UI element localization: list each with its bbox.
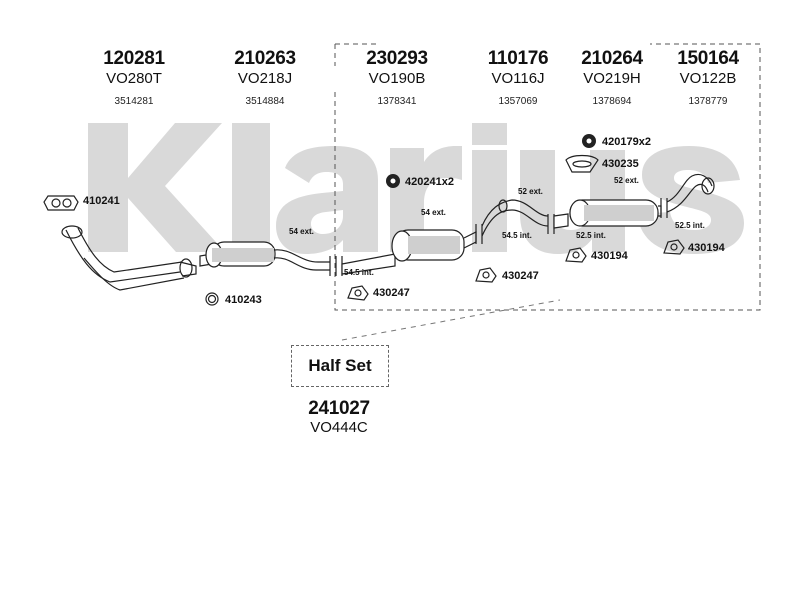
gasket-icon [43, 195, 79, 211]
clamp-icon [565, 154, 599, 173]
fitting-code-bracket-intermediate[interactable]: 430247 [502, 270, 539, 282]
oe-intermediate-pipe: 1357069 [498, 96, 538, 107]
bracket-icon [663, 239, 685, 255]
connection-label: 54.5 int. [502, 231, 532, 240]
connection-label: 52.5 int. [576, 231, 606, 240]
model-front-silencer: VO218J [237, 70, 293, 87]
model-half-set: VO444C [310, 419, 368, 436]
connection-label: 54 ext. [421, 208, 446, 217]
bracket-icon [565, 247, 587, 263]
connection-label: 54 ext. [289, 227, 314, 236]
oe-centre-silencer: 1378341 [377, 96, 417, 107]
tail-pipe [666, 173, 715, 213]
half-set-box[interactable]: Half Set [291, 345, 389, 387]
model-tail-pipe: VO122B [679, 70, 737, 87]
intermediate-pipe [481, 199, 549, 237]
half-set-label: Half Set [308, 356, 372, 375]
rear-silencer [553, 199, 662, 229]
bracket-icon [347, 285, 369, 301]
ring-icon [205, 292, 219, 306]
klarius-watermark-logo [88, 123, 744, 254]
model-rear-silencer: VO219H [583, 70, 641, 87]
centre-silencer [341, 229, 477, 275]
rubber-mount-icon [582, 134, 596, 148]
front-pipe [61, 225, 197, 291]
fitting-code-clamp[interactable]: 430235 [602, 158, 639, 170]
part-number-intermediate-pipe[interactable]: 110176 [487, 48, 549, 69]
model-intermediate-pipe: VO116J [491, 70, 545, 87]
half-set-leader [341, 299, 561, 341]
part-number-centre-silencer[interactable]: 230293 [366, 48, 428, 69]
part-number-half-set[interactable]: 241027 [308, 398, 370, 419]
oe-rear-silencer: 1378694 [592, 96, 632, 107]
connection-label: 52 ext. [614, 176, 639, 185]
connection-label: 52 ext. [518, 187, 543, 196]
oe-tail-pipe: 1378779 [688, 96, 728, 107]
fitting-code-bracket-tail[interactable]: 430194 [688, 242, 725, 254]
oe-front-silencer: 3514884 [245, 96, 285, 107]
front-silencer [199, 241, 330, 271]
connection-label: 52.5 int. [675, 221, 705, 230]
part-number-front-pipe[interactable]: 120281 [103, 48, 165, 69]
rubber-mount-icon [386, 174, 400, 188]
bracket-icon [475, 267, 497, 283]
connection-label: 54.5 int. [344, 268, 374, 277]
oe-front-pipe: 3514281 [114, 96, 154, 107]
model-front-pipe: VO280T [106, 70, 162, 87]
half-set-boundary [334, 43, 761, 311]
fitting-code-bracket-centre[interactable]: 430247 [373, 287, 410, 299]
part-number-rear-silencer[interactable]: 210264 [581, 48, 643, 69]
part-number-front-silencer[interactable]: 210263 [234, 48, 296, 69]
fitting-code-rubber-mount-rear[interactable]: 420179x2 [602, 136, 651, 148]
fitting-code-bracket-rear[interactable]: 430194 [591, 250, 628, 262]
fitting-code-gasket[interactable]: 410241 [83, 195, 120, 207]
fitting-code-rubber-mount-centre[interactable]: 420241x2 [405, 176, 454, 188]
part-number-tail-pipe[interactable]: 150164 [677, 48, 739, 69]
model-centre-silencer: VO190B [368, 70, 426, 87]
fitting-code-ring[interactable]: 410243 [225, 294, 262, 306]
